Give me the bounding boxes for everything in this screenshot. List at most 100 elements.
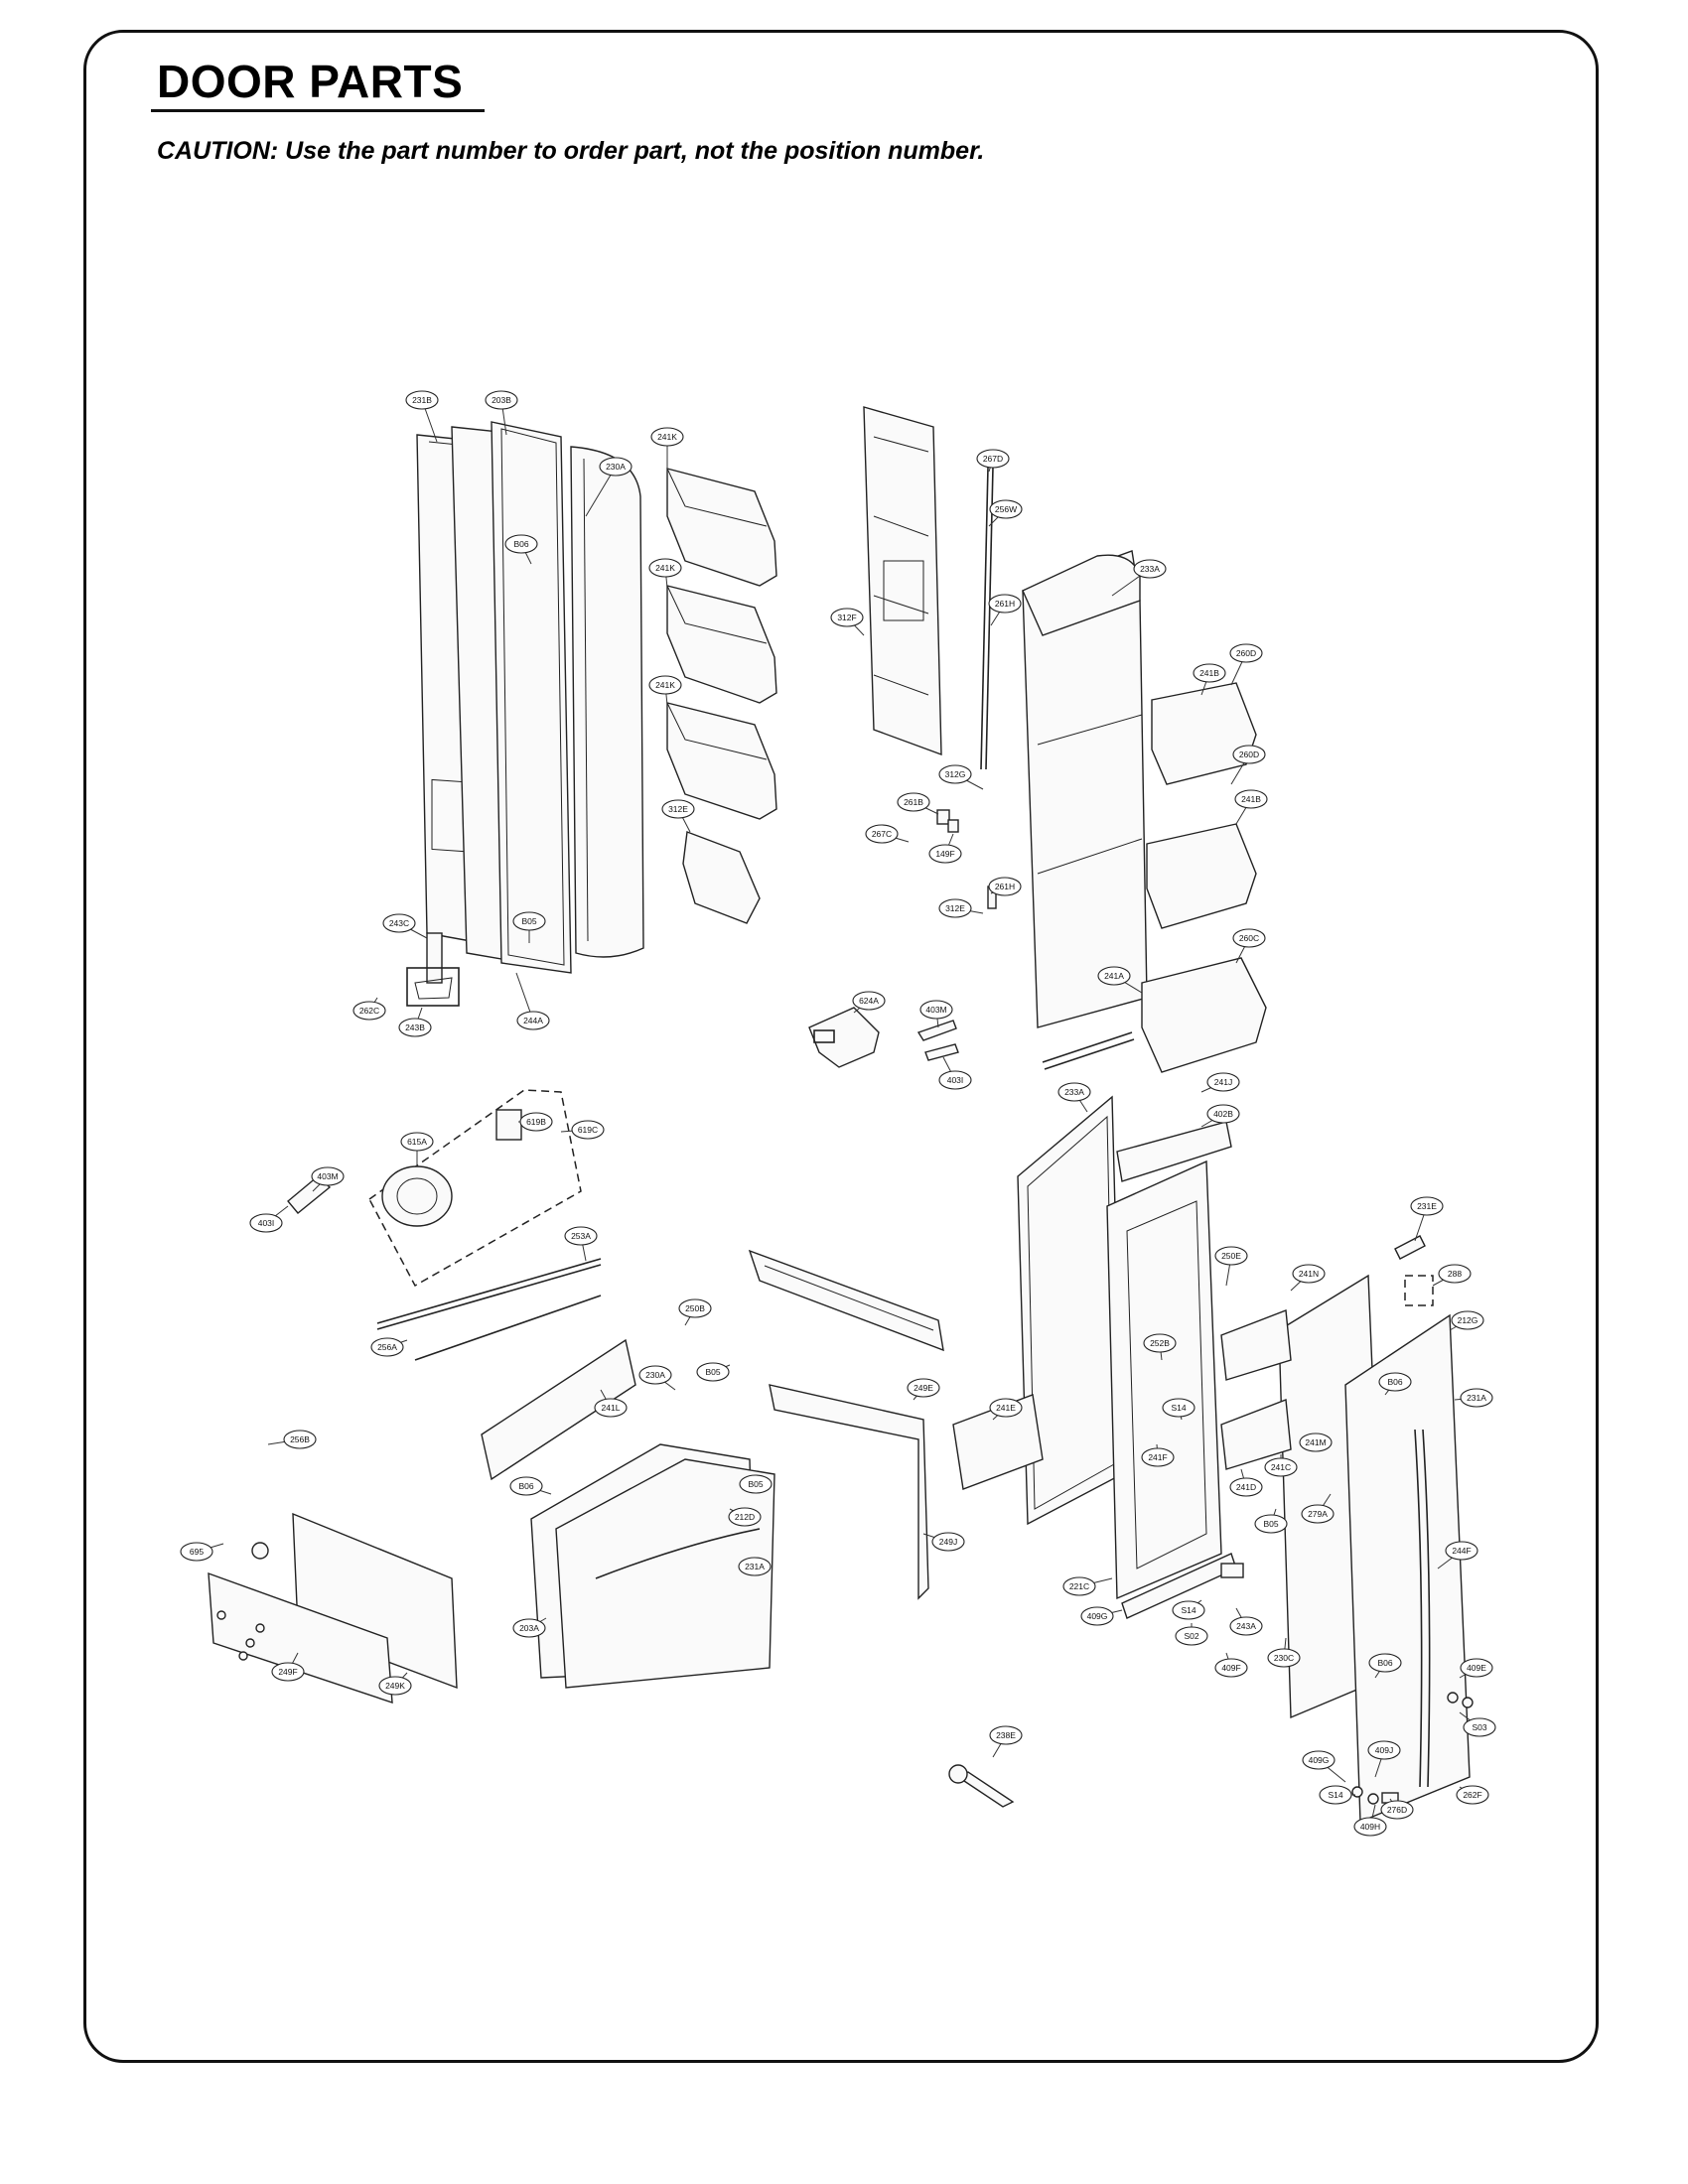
callout-bubble	[509, 1476, 543, 1496]
callout-bubble	[938, 898, 972, 918]
callout-label: 409G	[1309, 1755, 1330, 1765]
callout-261h: 261H	[988, 877, 1022, 896]
callout-label: 402B	[1213, 1109, 1233, 1119]
callout-241b: 241B	[1234, 789, 1268, 825]
callout-409f: 409F	[1214, 1652, 1248, 1678]
callout-label: 409F	[1221, 1663, 1240, 1673]
page-border	[83, 30, 1599, 2063]
callout-label: 267C	[872, 829, 892, 839]
callout-bubble	[907, 1378, 940, 1398]
callout-619b: 619B	[518, 1112, 553, 1132]
callout-241a: 241A	[1097, 966, 1143, 994]
callout-bubble	[638, 1365, 672, 1385]
callout-label: B05	[705, 1367, 720, 1377]
water-filter	[808, 1007, 880, 1068]
callout-label: S14	[1181, 1605, 1196, 1615]
callout-bubble	[512, 911, 546, 931]
callout-241m: 241M	[1299, 1433, 1333, 1452]
callout-label: 231A	[745, 1562, 765, 1571]
callout-label: 241D	[1236, 1482, 1256, 1492]
hinge-rod	[980, 466, 994, 770]
callout-bubble	[398, 1018, 432, 1037]
callout-230a: 230A	[638, 1365, 676, 1391]
callout-bubble	[1229, 1616, 1263, 1636]
callout-label: 250B	[685, 1303, 705, 1313]
callout-bubble	[989, 1725, 1023, 1745]
callout-bubble	[599, 457, 633, 477]
callout-label: 312F	[837, 613, 856, 622]
callout-label: B05	[1263, 1519, 1278, 1529]
callout-bubble	[648, 675, 682, 695]
callout-bubble	[1460, 1658, 1493, 1678]
callout-label: B06	[1387, 1377, 1402, 1387]
callout-250e: 250E	[1214, 1246, 1248, 1287]
callout-bubble	[1299, 1433, 1333, 1452]
door-dike	[1022, 550, 1148, 1028]
callout-b06: B06	[504, 534, 538, 565]
callout-615a: 615A	[400, 1132, 434, 1166]
callout-bubble	[1214, 1246, 1248, 1266]
callout-label: 243C	[389, 918, 409, 928]
callout-label: 241K	[655, 680, 675, 690]
callout-bubble	[988, 594, 1022, 614]
callout-230c: 230C	[1267, 1637, 1301, 1668]
callout-312f: 312F	[830, 608, 865, 636]
callout-label: 695	[190, 1547, 204, 1557]
callout-695: 695	[180, 1542, 224, 1562]
center-mullion	[748, 1249, 944, 1352]
callout-bubble	[1214, 1658, 1248, 1678]
right-door-liner	[1106, 1160, 1222, 1600]
callout-label: 212D	[735, 1512, 755, 1522]
callout-261b: 261B	[897, 792, 939, 815]
callout-label: 312E	[945, 903, 965, 913]
callout-bubble	[696, 1362, 730, 1382]
callout-label: 241B	[1241, 794, 1261, 804]
door-bin-upper	[666, 468, 777, 587]
callout-bubble	[249, 1213, 283, 1233]
callout-label: 230C	[1274, 1653, 1294, 1663]
page-title: DOOR PARTS	[157, 56, 464, 107]
callout-bubble	[1451, 1310, 1484, 1330]
callout-288: 288	[1432, 1264, 1472, 1287]
callout-bubble	[938, 764, 972, 784]
callout-bubble	[1234, 789, 1268, 809]
callout-bubble	[989, 499, 1023, 519]
callout-bubble	[1302, 1750, 1336, 1770]
callout-230a: 230A	[585, 457, 633, 517]
callout-label: 241K	[655, 563, 675, 573]
dispenser-valve	[495, 1109, 522, 1141]
callout-bubble	[919, 1000, 953, 1020]
callout-bubble	[1206, 1104, 1240, 1124]
right-door-top-cap	[1116, 1121, 1232, 1182]
callout-bubble	[1254, 1514, 1288, 1534]
callout-312e: 312E	[661, 799, 695, 833]
callout-bubble	[1367, 1740, 1401, 1760]
callout-bubble	[728, 1507, 762, 1527]
callout-label: 244F	[1452, 1546, 1471, 1556]
callout-241e: 241E	[989, 1398, 1023, 1421]
callout-s14: S14	[1319, 1785, 1355, 1805]
callout-b05: B05	[1254, 1508, 1288, 1534]
callout-bubble	[400, 1132, 434, 1152]
callout-249j: 249J	[922, 1532, 965, 1552]
callout-409h: 409H	[1353, 1804, 1387, 1837]
callout-s03: S03	[1459, 1711, 1496, 1737]
callout-bubble	[1292, 1264, 1326, 1284]
callout-label: 221C	[1069, 1581, 1089, 1591]
callout-label: 230A	[606, 462, 626, 472]
callout-bubble	[370, 1337, 404, 1357]
callout-312e: 312E	[938, 898, 984, 918]
bottom-hinge-parts	[1351, 1692, 1474, 1805]
callout-b06: B06	[1368, 1653, 1402, 1679]
callout-s14: S14	[1172, 1599, 1205, 1620]
callout-bubble	[1445, 1541, 1478, 1561]
callout-244f: 244F	[1437, 1541, 1478, 1570]
callout-b05: B05	[696, 1362, 731, 1382]
callout-243a: 243A	[1229, 1607, 1263, 1636]
callout-label: 262C	[359, 1006, 379, 1016]
callout-403i: 403I	[249, 1205, 289, 1233]
callout-label: 256B	[290, 1434, 310, 1444]
callout-312g: 312G	[938, 764, 984, 790]
callout-bubble	[1438, 1264, 1472, 1284]
